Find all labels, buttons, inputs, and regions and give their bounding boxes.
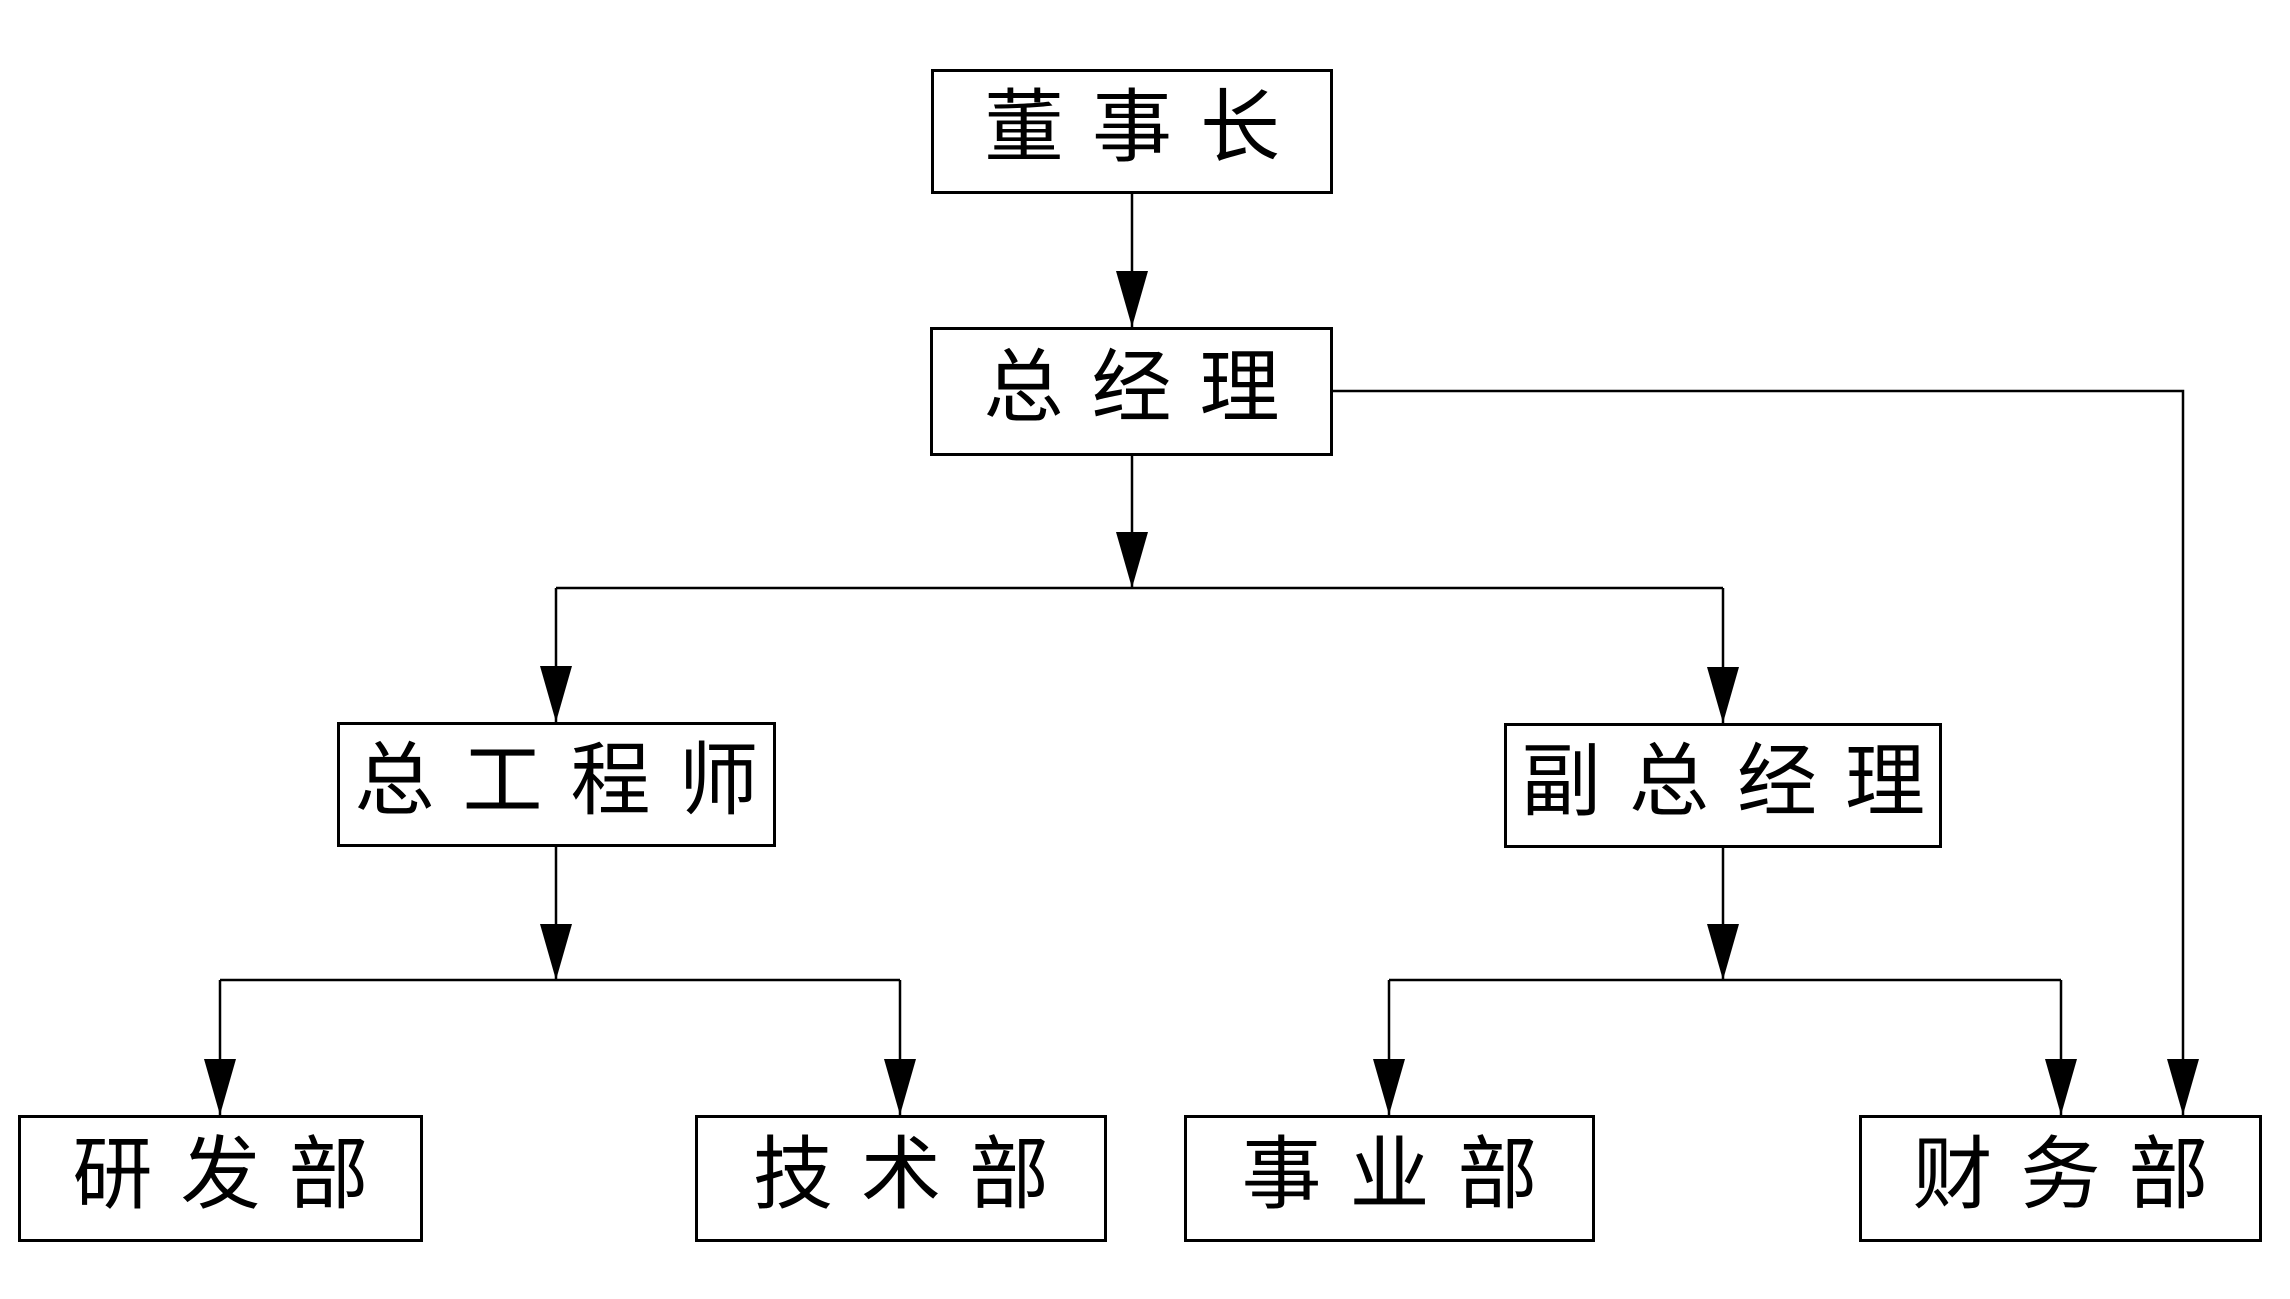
arrowhead-into-deputy-general-manager (1707, 667, 1739, 723)
edge-general-manager-finance-department (1333, 389, 2185, 1115)
arrowhead-onto-right-level4-bar (1707, 924, 1739, 980)
node-finance-department-label: 财务部 (1912, 1131, 2237, 1220)
arrowhead-into-business-department (1373, 1059, 1405, 1115)
arrowhead-onto-left-level4-bar (540, 924, 572, 980)
arrowhead-into-chief-engineer (540, 666, 572, 722)
arrowhead-into-finance-department-right (2167, 1059, 2199, 1115)
node-technical-department: 技术部 (695, 1115, 1107, 1242)
node-rd-department-label: 研发部 (72, 1131, 397, 1220)
node-chief-engineer: 总工程师 (337, 722, 776, 847)
arrowhead-onto-level3-bar (1116, 532, 1148, 588)
node-general-manager-label: 总经理 (983, 344, 1308, 433)
node-rd-department: 研发部 (18, 1115, 423, 1242)
node-general-manager: 总经理 (930, 327, 1333, 456)
node-technical-department-label: 技术部 (753, 1131, 1077, 1220)
node-finance-department: 财务部 (1859, 1115, 2262, 1242)
arrowhead-into-rd-department (204, 1059, 236, 1115)
node-business-department: 事业部 (1184, 1115, 1595, 1242)
node-chairman-label: 董事长 (984, 84, 1308, 173)
node-deputy-general-manager: 副总经理 (1504, 723, 1942, 848)
node-chairman: 董事长 (931, 69, 1333, 194)
arrowhead-into-finance-department-left (2045, 1059, 2077, 1115)
arrowhead-into-general-manager (1116, 271, 1148, 327)
node-business-department-label: 事业部 (1241, 1131, 1566, 1220)
node-deputy-general-manager-label: 副总经理 (1521, 738, 1953, 827)
arrowhead-into-technical-department (884, 1059, 916, 1115)
node-chief-engineer-label: 总工程师 (354, 737, 787, 826)
